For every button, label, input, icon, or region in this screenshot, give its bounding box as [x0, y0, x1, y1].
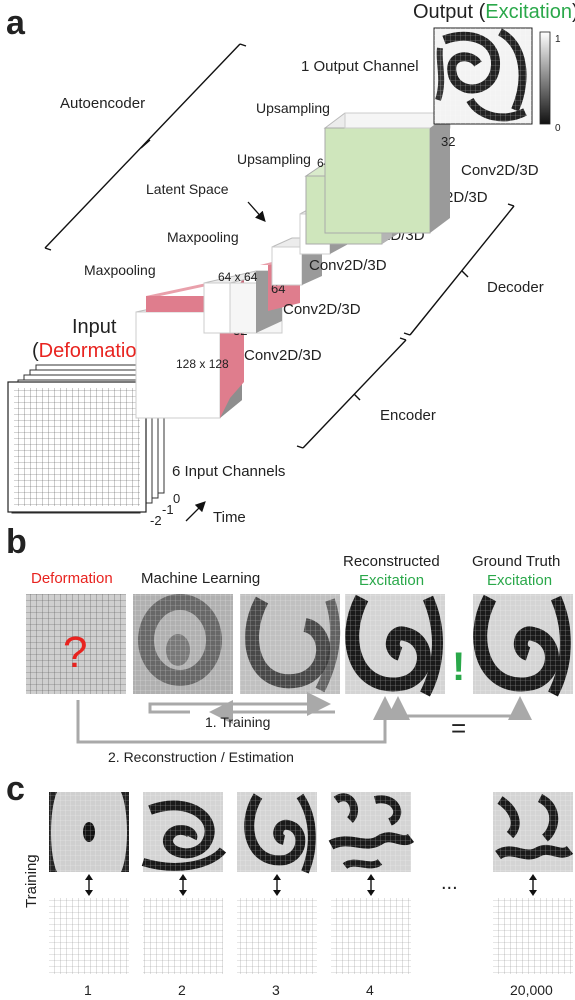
- autoencoder-label: Autoencoder: [60, 95, 145, 112]
- index-1: 1: [84, 982, 92, 998]
- ml-image-1: [133, 594, 233, 694]
- question-mark: ?: [63, 628, 87, 677]
- time-tick-0: 0: [173, 491, 180, 506]
- time-tick-2: -2: [150, 513, 162, 528]
- conv-2-label: Conv2D/3D: [283, 301, 361, 318]
- training-side-label: Training: [23, 854, 40, 908]
- index-3: 3: [272, 982, 280, 998]
- arrow-icon: [185, 501, 206, 522]
- training-excitation-20000: [493, 792, 574, 872]
- decoder-bracket: [403, 203, 515, 336]
- equals-sign: =: [451, 713, 466, 743]
- training-deformation-3: [237, 898, 317, 974]
- encoder-label: Encoder: [380, 407, 436, 424]
- index-20000: 20,000: [510, 982, 553, 998]
- colorbar-min: 0: [555, 123, 561, 134]
- size-128-label: 128 x 128: [176, 357, 229, 371]
- input-open-paren: (: [32, 340, 39, 362]
- output-prefix: Output (: [413, 1, 486, 23]
- index-2: 2: [178, 982, 186, 998]
- training-loop-arrows: [76, 692, 532, 744]
- input-label: Input: [72, 316, 117, 338]
- training-deformation-20000: [493, 898, 573, 974]
- panel-c-letter: c: [6, 770, 25, 808]
- output-channel-label: 1 Output Channel: [301, 58, 419, 75]
- channels-32-dec: 32: [441, 134, 455, 149]
- latent-space-label: Latent Space: [146, 181, 229, 197]
- ground-truth-label: Ground Truth: [472, 553, 560, 570]
- machine-learning-label: Machine Learning: [141, 570, 260, 587]
- latent-arrow: [247, 201, 266, 222]
- training-deformation-4: [331, 898, 411, 974]
- upsampling-2-label: Upsampling: [256, 100, 330, 116]
- input-channels-label: 6 Input Channels: [172, 463, 285, 480]
- exclamation-mark: !: [452, 645, 465, 689]
- ellipsis: ...: [441, 872, 458, 894]
- input-deformation-word: Deformation: [39, 340, 148, 362]
- reconstructed-image: [345, 594, 445, 697]
- decoder-label: Decoder: [487, 279, 544, 296]
- panel-b-letter: b: [6, 523, 27, 561]
- time-tick-1: -1: [162, 502, 174, 517]
- spiral-pattern-icon: [433, 27, 533, 125]
- deformation-label: Deformation: [31, 570, 113, 587]
- output-excitation-word: Excitation: [485, 1, 572, 23]
- tissue-grid-icon: [7, 381, 147, 513]
- upsampling-1-label: Upsampling: [237, 151, 311, 167]
- ml-image-2: [240, 594, 341, 694]
- pair-arrowheads: [85, 874, 537, 896]
- training-deformation-2: [143, 898, 223, 974]
- reconstructed-excitation-label: Excitation: [359, 572, 424, 589]
- reconstruction-step-label: 2. Reconstruction / Estimation: [108, 749, 294, 765]
- encoder-bracket: [296, 337, 407, 449]
- panel-a-letter: a: [6, 4, 26, 42]
- training-excitation-1: [49, 792, 129, 872]
- training-deformation-1: [49, 898, 129, 974]
- bracket-icon: [44, 43, 247, 251]
- conv-3-label: Conv2D/3D: [309, 257, 387, 274]
- reconstructed-label: Reconstructed: [343, 553, 440, 570]
- index-4: 4: [366, 982, 374, 998]
- training-step-label: 1. Training: [205, 714, 270, 730]
- ground-truth-image: [473, 594, 573, 697]
- time-label: Time: [213, 509, 246, 526]
- upsample-block-2: [323, 112, 452, 234]
- ground-truth-excitation-label: Excitation: [487, 572, 552, 589]
- size-64-enc-label: 64 x 64: [218, 270, 258, 284]
- maxpooling-1-label: Maxpooling: [84, 262, 156, 278]
- colorbar-max: 1: [555, 34, 561, 45]
- output-suffix: ): [572, 1, 575, 23]
- training-excitation-2: [141, 792, 227, 872]
- deformation-image: ?: [26, 594, 126, 694]
- training-excitation-4: [328, 792, 415, 872]
- pair-arrows: [88, 877, 534, 893]
- conv-6-label: Conv2D/3D: [461, 162, 539, 179]
- training-excitation-3: [237, 792, 317, 874]
- maxpooling-2-label: Maxpooling: [167, 229, 239, 245]
- conv-1-label: Conv2D/3D: [244, 347, 322, 364]
- colorbar: 1 0: [539, 31, 561, 134]
- output-title: Output (Excitation): [413, 1, 575, 23]
